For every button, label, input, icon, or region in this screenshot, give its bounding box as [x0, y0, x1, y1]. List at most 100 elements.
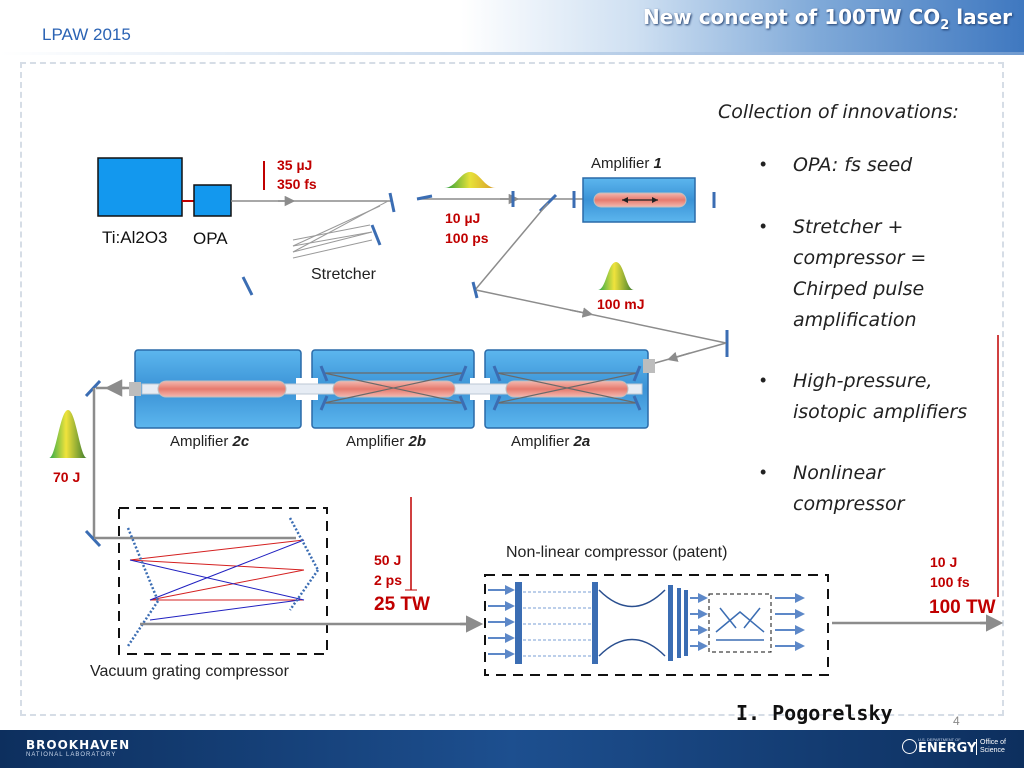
amp2-pulse-icon	[49, 410, 87, 458]
compressed-energy: 50 J	[374, 552, 401, 568]
innovation-3-line-2: isotopic amplifiers	[793, 401, 968, 423]
final-duration: 100 fs	[930, 574, 970, 590]
title-end: laser	[949, 5, 1012, 29]
amp2a-mirror-right-bottom	[632, 395, 642, 411]
nlc-plate-1	[515, 582, 522, 664]
amp2a-mirror-right-top	[632, 365, 642, 382]
nlc-label: Non-linear compressor (patent)	[506, 544, 727, 561]
amp2b-mirror-left-bottom	[319, 395, 329, 411]
amp2a-mirror-left-top	[492, 365, 502, 382]
stretched-pulse-icon	[444, 172, 496, 188]
doe-logo-tiny: U.S. DEPARTMENT OF	[918, 737, 961, 742]
innovation-4-line-1: Nonlinear	[793, 462, 885, 484]
compressed-power: 25 TW	[374, 594, 430, 615]
stretcher-rays	[292, 200, 389, 259]
amp1-arrow-left	[622, 197, 628, 203]
amp2-turn-mirror-bottom	[84, 529, 102, 548]
brookhaven-logo-sub: NATIONAL LABORATORY	[26, 752, 117, 758]
doe-logo: ENERGY	[918, 741, 977, 756]
nlc-plate-2	[592, 582, 598, 664]
vgc-red-rays	[129, 539, 305, 601]
innovation-1-line-1: OPA: fs seed	[793, 154, 913, 176]
amp1-label-text: Amplifier	[591, 155, 654, 172]
nlc-dashed-beams	[523, 591, 592, 657]
opa-label: OPA	[193, 229, 228, 248]
innovation-2: Stretcher + compressor = Chirped pulse a…	[793, 212, 926, 336]
beam-arrow-diag	[569, 307, 594, 318]
amp2b-mirror-left-top	[319, 365, 329, 382]
header-bar	[0, 0, 1024, 52]
turn-mirror-1	[471, 281, 479, 299]
laser-diagram: Ti:Al2O3 OPA 35 µJ 350 fs Stretcher 10 µ…	[49, 155, 1004, 680]
stretcher-output-mirror	[416, 194, 433, 201]
content-frame	[20, 62, 1004, 716]
amp2-window-right	[643, 359, 655, 373]
nlc-focusing-beam	[598, 589, 666, 657]
conference-label: LPAW 2015	[42, 25, 131, 44]
stretcher-mirror-top	[388, 192, 396, 213]
seed-duration: 350 fs	[277, 176, 317, 192]
nlc-compensator-optics	[715, 607, 765, 641]
ti-label: Ti:Al2O3	[102, 228, 168, 247]
amp2-window-left	[129, 382, 141, 396]
amp2a-label: Amplifier 2a	[511, 433, 590, 450]
innovation-2-line-1: Stretcher +	[793, 216, 904, 238]
innovations-title: Collection of innovations:	[718, 101, 959, 123]
amp1-pulse-icon	[598, 262, 634, 290]
amp2c-label-num: 2c	[232, 433, 250, 450]
innovation-2-line-2: compressor =	[793, 247, 927, 269]
final-power: 100 TW	[929, 597, 996, 618]
amp2b-mirror-right-bottom	[458, 395, 468, 411]
amp1-label: Amplifier 1	[591, 155, 662, 172]
amp2c-rod	[157, 380, 287, 398]
slide-title: New concept of 100TW CO2 laser	[643, 5, 1012, 33]
opa-box	[193, 184, 232, 217]
seed-energy: 35 µJ	[277, 157, 312, 173]
amp2a-rod	[505, 380, 629, 398]
bullet-dot-3: •	[760, 370, 767, 390]
beam-arrow-amp2	[666, 351, 691, 362]
stretched-energy: 10 µJ	[445, 210, 480, 226]
title-subscript: 2	[940, 18, 950, 33]
amp1-arrow-right	[652, 197, 658, 203]
stretched-duration: 100 ps	[445, 230, 489, 246]
amp1-to-turn-beam	[474, 202, 549, 291]
innovation-4: Nonlinear compressor	[793, 458, 904, 520]
vgc-label: Vacuum grating compressor	[90, 663, 290, 680]
amp2b-mirror-right-top	[458, 365, 468, 382]
bullet-dot-1: •	[760, 154, 767, 174]
compressed-duration: 2 ps	[374, 572, 402, 588]
amp2b-label-num: 2b	[408, 433, 427, 450]
stretcher-grating	[370, 224, 382, 246]
doe-seal-icon	[902, 739, 917, 754]
brookhaven-logo: BROOKHAVEN	[26, 738, 131, 752]
beam-to-right-mirror	[475, 289, 727, 344]
amp2c-label-text: Amplifier	[170, 433, 233, 450]
stretcher-label: Stretcher	[311, 266, 377, 283]
header-divider	[0, 52, 1024, 55]
bullet-dot-2: •	[760, 216, 767, 236]
amp1-label-num: 1	[654, 155, 662, 172]
vacuum-grating-compressor	[118, 507, 328, 655]
footer-bar	[0, 730, 1024, 768]
nlc-chirp-compensator	[708, 593, 772, 653]
amp2a-label-text: Amplifier	[511, 433, 574, 450]
amp2c-label: Amplifier 2c	[170, 433, 250, 450]
title-main: New concept of 100TW CO	[642, 5, 941, 29]
innovation-3-line-1: High-pressure,	[793, 370, 933, 392]
amp2b-label-text: Amplifier	[346, 433, 409, 450]
page-number: 4	[953, 714, 960, 728]
amp2-energy: 70 J	[53, 469, 80, 485]
author-name: I. Pogorelsky	[736, 701, 893, 725]
innovation-2-line-4: amplification	[793, 309, 917, 331]
doe-office-label: Office of Science	[976, 739, 1020, 755]
amp2a-label-num: 2a	[573, 433, 591, 450]
nlc-output-arrows	[775, 593, 805, 651]
innovation-1: OPA: fs seed	[793, 150, 912, 181]
amp2b-multipass	[323, 372, 464, 404]
innovation-3: High-pressure, isotopic amplifiers	[793, 366, 967, 428]
amp2b-rod	[332, 380, 456, 398]
stretcher-mirror-bottom	[241, 276, 254, 296]
amp2a-multipass	[496, 372, 638, 404]
final-energy: 10 J	[930, 554, 957, 570]
